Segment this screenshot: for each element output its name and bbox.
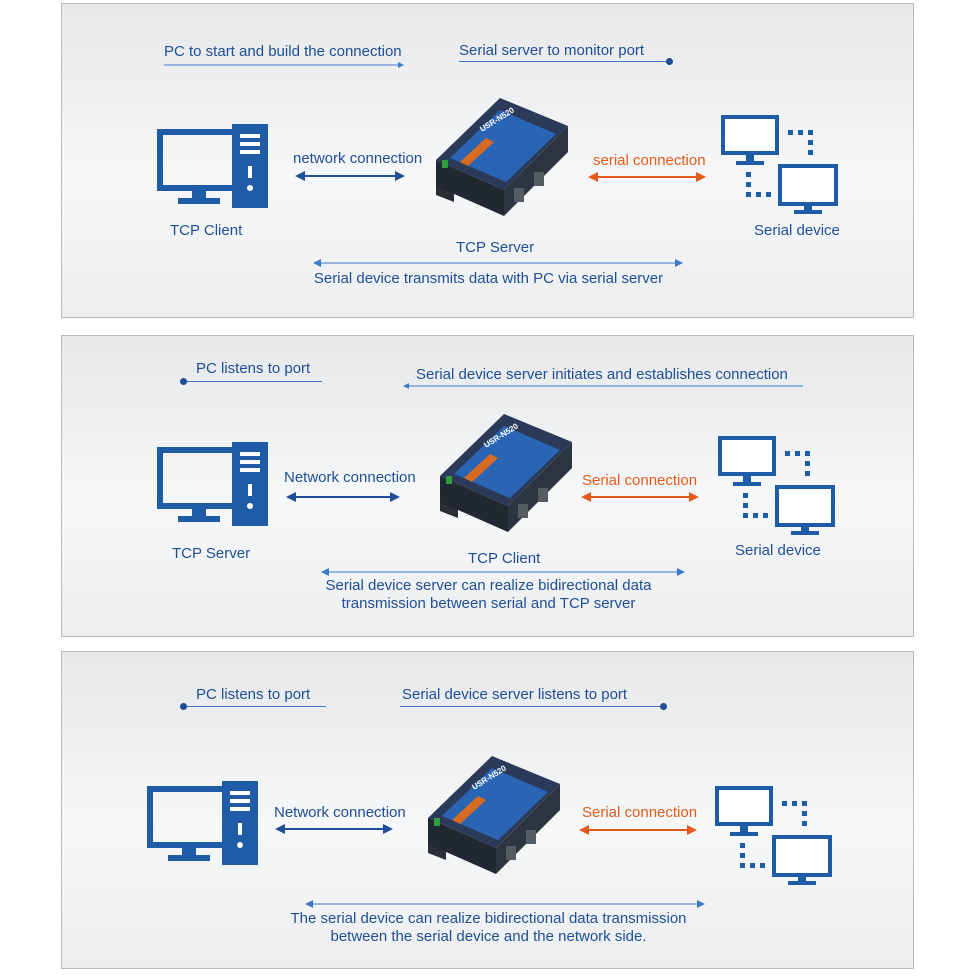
pc-label: TCP Server xyxy=(172,545,251,562)
caption-underline-arrow xyxy=(403,383,803,389)
double-arrow-icon xyxy=(588,172,706,182)
description-text: Serial device server can realize bidirec… xyxy=(325,577,652,612)
caption-pc-listens: PC listens to port xyxy=(196,360,311,377)
network-connection-label: network connection xyxy=(293,150,423,167)
caption-server-initiates: Serial device server initiates and estab… xyxy=(416,366,788,383)
caption-underline xyxy=(400,706,662,707)
server-label: TCP Server xyxy=(456,239,535,256)
double-arrow-icon xyxy=(321,568,685,576)
serial-connection-label: Serial connection xyxy=(582,804,698,821)
caption-underline-arrow xyxy=(164,62,404,68)
double-arrow-icon xyxy=(579,825,697,835)
caption-dot xyxy=(180,378,187,385)
double-arrow-icon xyxy=(275,824,393,834)
double-arrow-icon xyxy=(305,900,705,908)
monitor-icon xyxy=(715,786,832,885)
description-text: The serial device can realize bidirectio… xyxy=(290,910,687,945)
caption-dot xyxy=(666,58,673,65)
double-arrow-icon xyxy=(286,492,400,502)
caption-dot xyxy=(660,703,667,710)
serial-device-label: Serial device xyxy=(754,222,840,239)
diagram-panel-server-listens-mode: PC listens to port Serial device server … xyxy=(61,651,914,969)
pc-tower-icon xyxy=(157,442,268,526)
caption-pc-listens: PC listens to port xyxy=(196,686,311,703)
caption-underline xyxy=(184,706,326,707)
serial-device-server-icon: USR-N520 xyxy=(428,756,560,874)
description-text: Serial device transmits data with PC via… xyxy=(313,270,664,287)
pc-tower-icon xyxy=(147,781,258,865)
pc-label: TCP Client xyxy=(170,222,243,239)
caption-underline xyxy=(459,61,669,62)
caption-serial-server: Serial server to monitor port xyxy=(459,42,645,59)
caption-server-listens: Serial device server listens to port xyxy=(402,686,628,703)
network-connection-label: Network connection xyxy=(274,804,406,821)
serial-device-server-icon: USR-N520 xyxy=(440,414,572,532)
caption-underline xyxy=(184,381,322,382)
caption-pc-start: PC to start and build the connection xyxy=(164,43,402,60)
caption-dot xyxy=(180,703,187,710)
serial-connection-label: Serial connection xyxy=(582,472,698,489)
serial-connection-label: serial connection xyxy=(593,152,706,169)
serial-device-label: Serial device xyxy=(735,542,821,559)
monitor-icon xyxy=(721,115,838,214)
serial-device-server-icon: USR-N520 xyxy=(436,98,568,216)
diagram-panel-tcp-server-mode: PC to start and build the connection Ser… xyxy=(61,3,914,318)
double-arrow-icon xyxy=(295,171,405,181)
double-arrow-icon xyxy=(581,492,699,502)
monitor-icon xyxy=(718,436,835,535)
diagram-panel-tcp-client-mode: PC listens to port Serial device server … xyxy=(61,335,914,637)
server-label: TCP Client xyxy=(468,550,541,567)
double-arrow-icon xyxy=(313,259,683,267)
pc-tower-icon xyxy=(157,124,268,208)
network-connection-label: Network connection xyxy=(284,469,416,486)
